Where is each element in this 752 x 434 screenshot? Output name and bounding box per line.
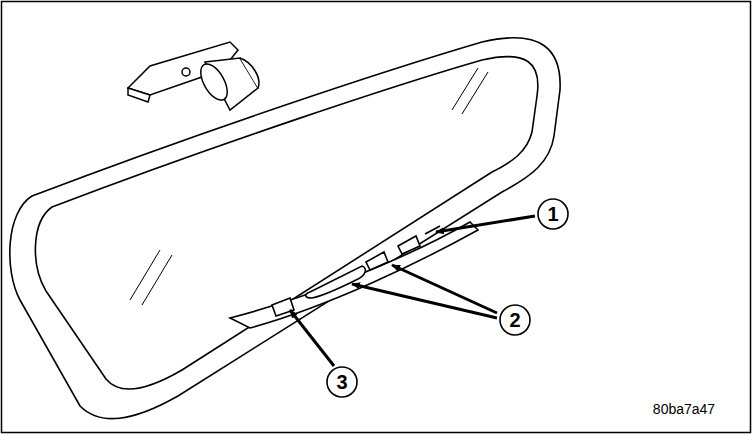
glass-glare	[130, 68, 488, 305]
leader-lines	[290, 216, 535, 366]
callout-number: 1	[547, 204, 558, 224]
callout-circles	[327, 199, 568, 397]
mirror-housing	[10, 38, 560, 419]
callout-number: 3	[336, 372, 347, 392]
mirror-mount	[128, 42, 259, 110]
callout-number: 2	[509, 310, 520, 330]
figure-id: 80ba7a47	[653, 402, 715, 416]
